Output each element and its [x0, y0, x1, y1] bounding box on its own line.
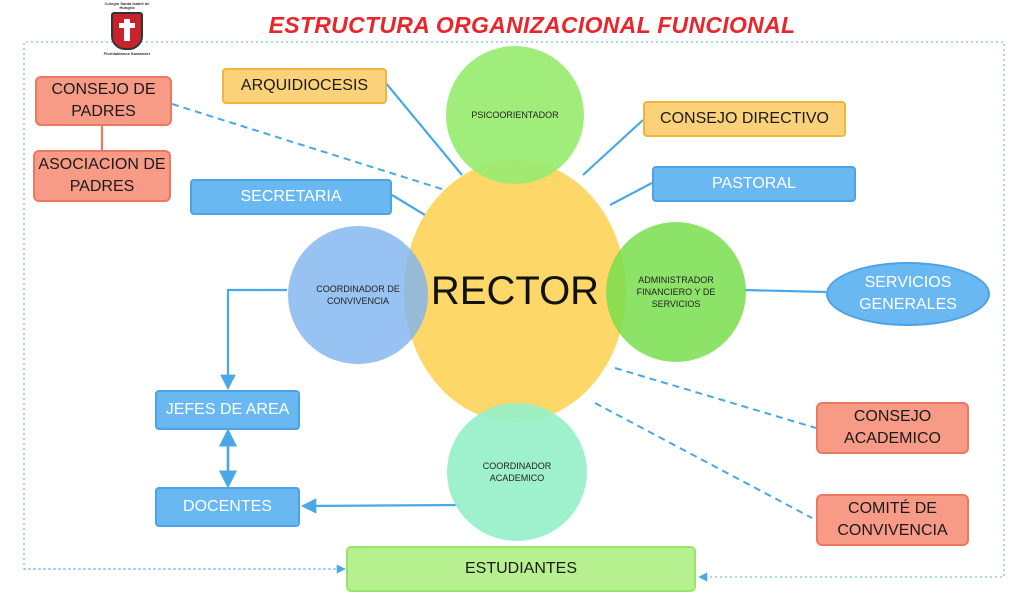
secretaria-label: SECRETARIA: [240, 188, 342, 205]
consejo-directivo-box: CONSEJO DIRECTIVO: [643, 101, 846, 137]
logo-school-name: Colegio Santa Isabel de Hungría: [104, 1, 150, 10]
estudiantes-box: ESTUDIANTES: [346, 546, 696, 592]
docentes-box: DOCENTES: [155, 487, 300, 527]
servicios-generales-box: SERVICIOS GENERALES: [826, 262, 990, 326]
comite-convivencia-box: COMITÉ DE CONVIVENCIA: [816, 494, 969, 546]
school-logo: Colegio Santa Isabel de Hungría Floridab…: [102, 2, 152, 74]
consejo-directivo-label: CONSEJO DIRECTIVO: [660, 110, 829, 127]
comite-convivencia-label: COMITÉ DE CONVIVENCIA: [837, 500, 948, 539]
coordinador-academico-label: COORDINADOR ACADEMICO: [482, 461, 552, 483]
jefes-area-label: JEFES DE AREA: [165, 401, 290, 418]
link-pastoral: [609, 182, 653, 206]
rector-label: RECTOR: [430, 269, 600, 313]
arquidiocesis-label: ARQUIDIOCESIS: [240, 77, 369, 94]
link-consejo-directivo: [582, 119, 644, 176]
docentes-label: DOCENTES: [183, 498, 272, 515]
secretaria-box: SECRETARIA: [190, 179, 392, 215]
dashed-consejo-academico: [614, 367, 817, 429]
logo-place: Floridablanca Santander: [103, 51, 151, 56]
page-title: ESTRUCTURA ORGANIZACIONAL FUNCIONAL: [268, 12, 796, 38]
coordinador-academico-node: COORDINADOR ACADEMICO: [447, 403, 587, 541]
administrador-label: ADMINISTRADOR FINANCIERO Y DE SERVICIOS: [636, 275, 716, 309]
servicios-generales-label: SERVICIOS GENERALES: [859, 274, 957, 313]
dashed-comite: [594, 402, 813, 519]
pastoral-label: PASTORAL: [712, 175, 796, 192]
rector-node: RECTOR: [404, 160, 626, 422]
psicoorientador-label: PSICOORIENTADOR: [471, 110, 559, 120]
coordinador-convivencia-node: COORDINADOR DE CONVIVENCIA: [288, 226, 428, 364]
arrow-convivencia-jefes: [220, 288, 287, 391]
estudiantes-label: ESTUDIANTES: [464, 560, 577, 577]
consejo-academico-box: CONSEJO ACADEMICO: [816, 402, 969, 454]
administrador-node: ADMINISTRADOR FINANCIERO Y DE SERVICIOS: [606, 222, 746, 362]
link-secretaria: [391, 194, 426, 216]
jefes-area-box: JEFES DE AREA: [155, 390, 300, 430]
asociacion-padres-label: ASOCIACION DE PADRES: [38, 156, 166, 195]
shield-icon: [111, 12, 143, 50]
consejo-academico-label: CONSEJO ACADEMICO: [844, 408, 941, 447]
pastoral-box: PASTORAL: [652, 166, 856, 202]
consejo-padres-label: CONSEJO DE PADRES: [51, 81, 156, 120]
link-arquidiocesis: [384, 81, 463, 176]
coordinador-convivencia-label: COORDINADOR DE CONVIVENCIA: [316, 284, 400, 306]
arquidiocesis-box: ARQUIDIOCESIS: [222, 68, 387, 104]
dashed-consejo-padres: [171, 103, 446, 191]
psicoorientador-node: PSICOORIENTADOR: [446, 46, 584, 184]
consejo-padres-box: CONSEJO DE PADRES: [35, 76, 172, 126]
arrow-academico-docentes: [300, 498, 461, 514]
asociacion-padres-box: ASOCIACION DE PADRES: [33, 150, 171, 202]
link-servicios: [743, 288, 827, 294]
